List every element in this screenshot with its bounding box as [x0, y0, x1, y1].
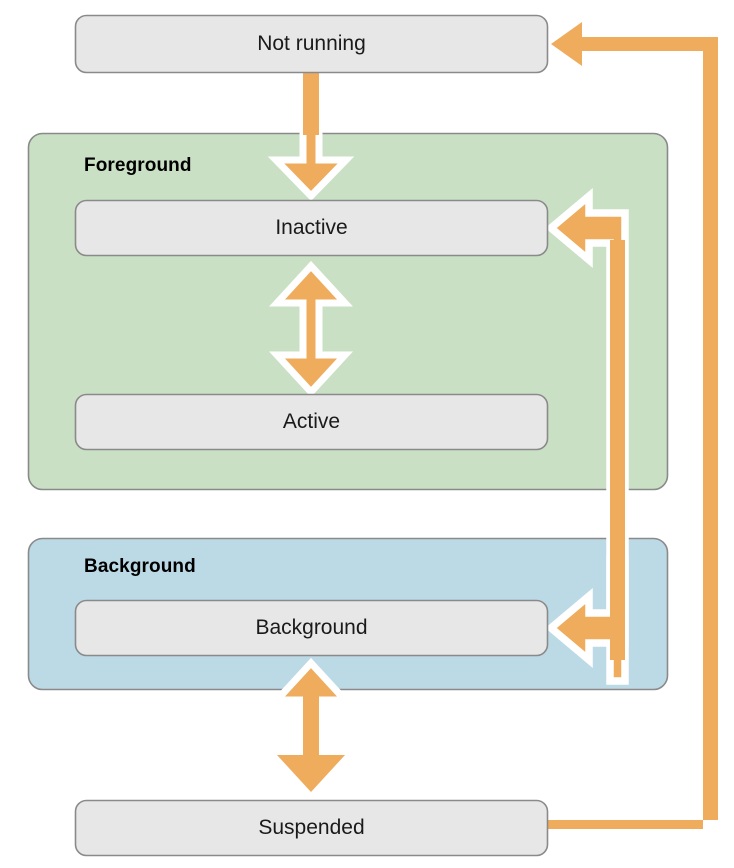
- state-box-suspended[interactable]: [74, 799, 549, 857]
- state-label-active: Active: [282, 410, 341, 433]
- state-label-background: Background: [255, 616, 368, 639]
- group-label-foreground: Foreground: [84, 155, 192, 176]
- arrow-right-trunk: [610, 240, 625, 660]
- state-label-inactive: Inactive: [275, 216, 348, 239]
- arrow-background-suspended-lower: [277, 693, 345, 792]
- state-box-not-running[interactable]: [74, 14, 549, 74]
- state-box-inactive[interactable]: [74, 199, 549, 257]
- state-label-suspended: Suspended: [258, 816, 365, 839]
- state-box-active[interactable]: [74, 393, 549, 451]
- group-label-background: Background: [84, 556, 196, 577]
- arrow-not-running-shaft: [303, 73, 319, 135]
- state-label-not-running: Not running: [257, 32, 366, 55]
- arrow-inactive-active: [269, 260, 353, 398]
- state-box-background[interactable]: [74, 599, 549, 657]
